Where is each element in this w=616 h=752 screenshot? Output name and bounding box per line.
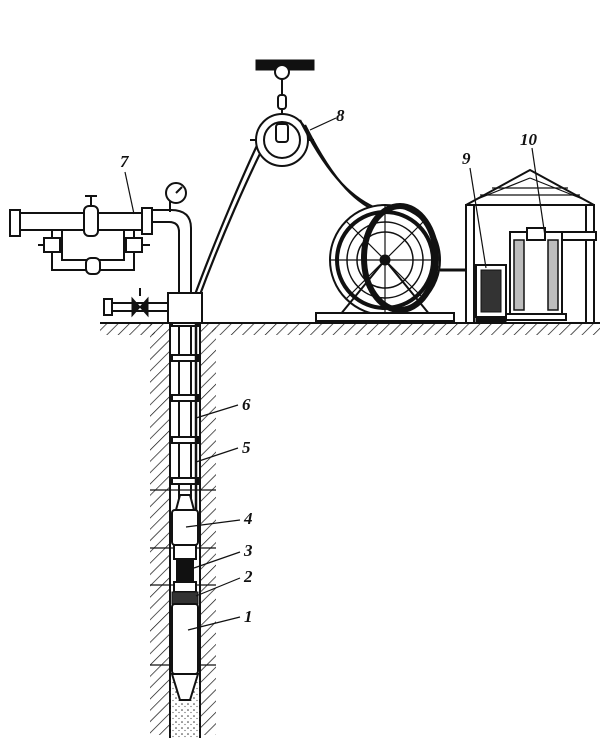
label-3: 3: [243, 541, 253, 560]
label-10: 10: [520, 130, 538, 149]
sheave: [250, 59, 315, 167]
label-8: 8: [336, 106, 345, 125]
number-labels: 7 8 9 10 6 5 4 3 2 1: [120, 106, 538, 626]
label-4: 4: [243, 509, 253, 528]
sheave-to-reel-cable: [299, 119, 386, 217]
leader-lines: [124, 117, 546, 631]
label-7: 7: [120, 152, 130, 171]
riser-pipe: [171, 230, 199, 515]
wellhead: [103, 182, 203, 324]
label-5: 5: [242, 438, 251, 457]
pump-assembly: [170, 494, 200, 701]
transformer-shed: [465, 168, 597, 324]
label-2: 2: [243, 567, 253, 586]
borehole: [150, 323, 216, 738]
control-panel: [475, 264, 507, 323]
label-1: 1: [244, 607, 253, 626]
label-6: 6: [242, 395, 251, 414]
cable-reel: [315, 203, 475, 322]
manifold: [9, 195, 153, 275]
label-9: 9: [462, 149, 471, 168]
